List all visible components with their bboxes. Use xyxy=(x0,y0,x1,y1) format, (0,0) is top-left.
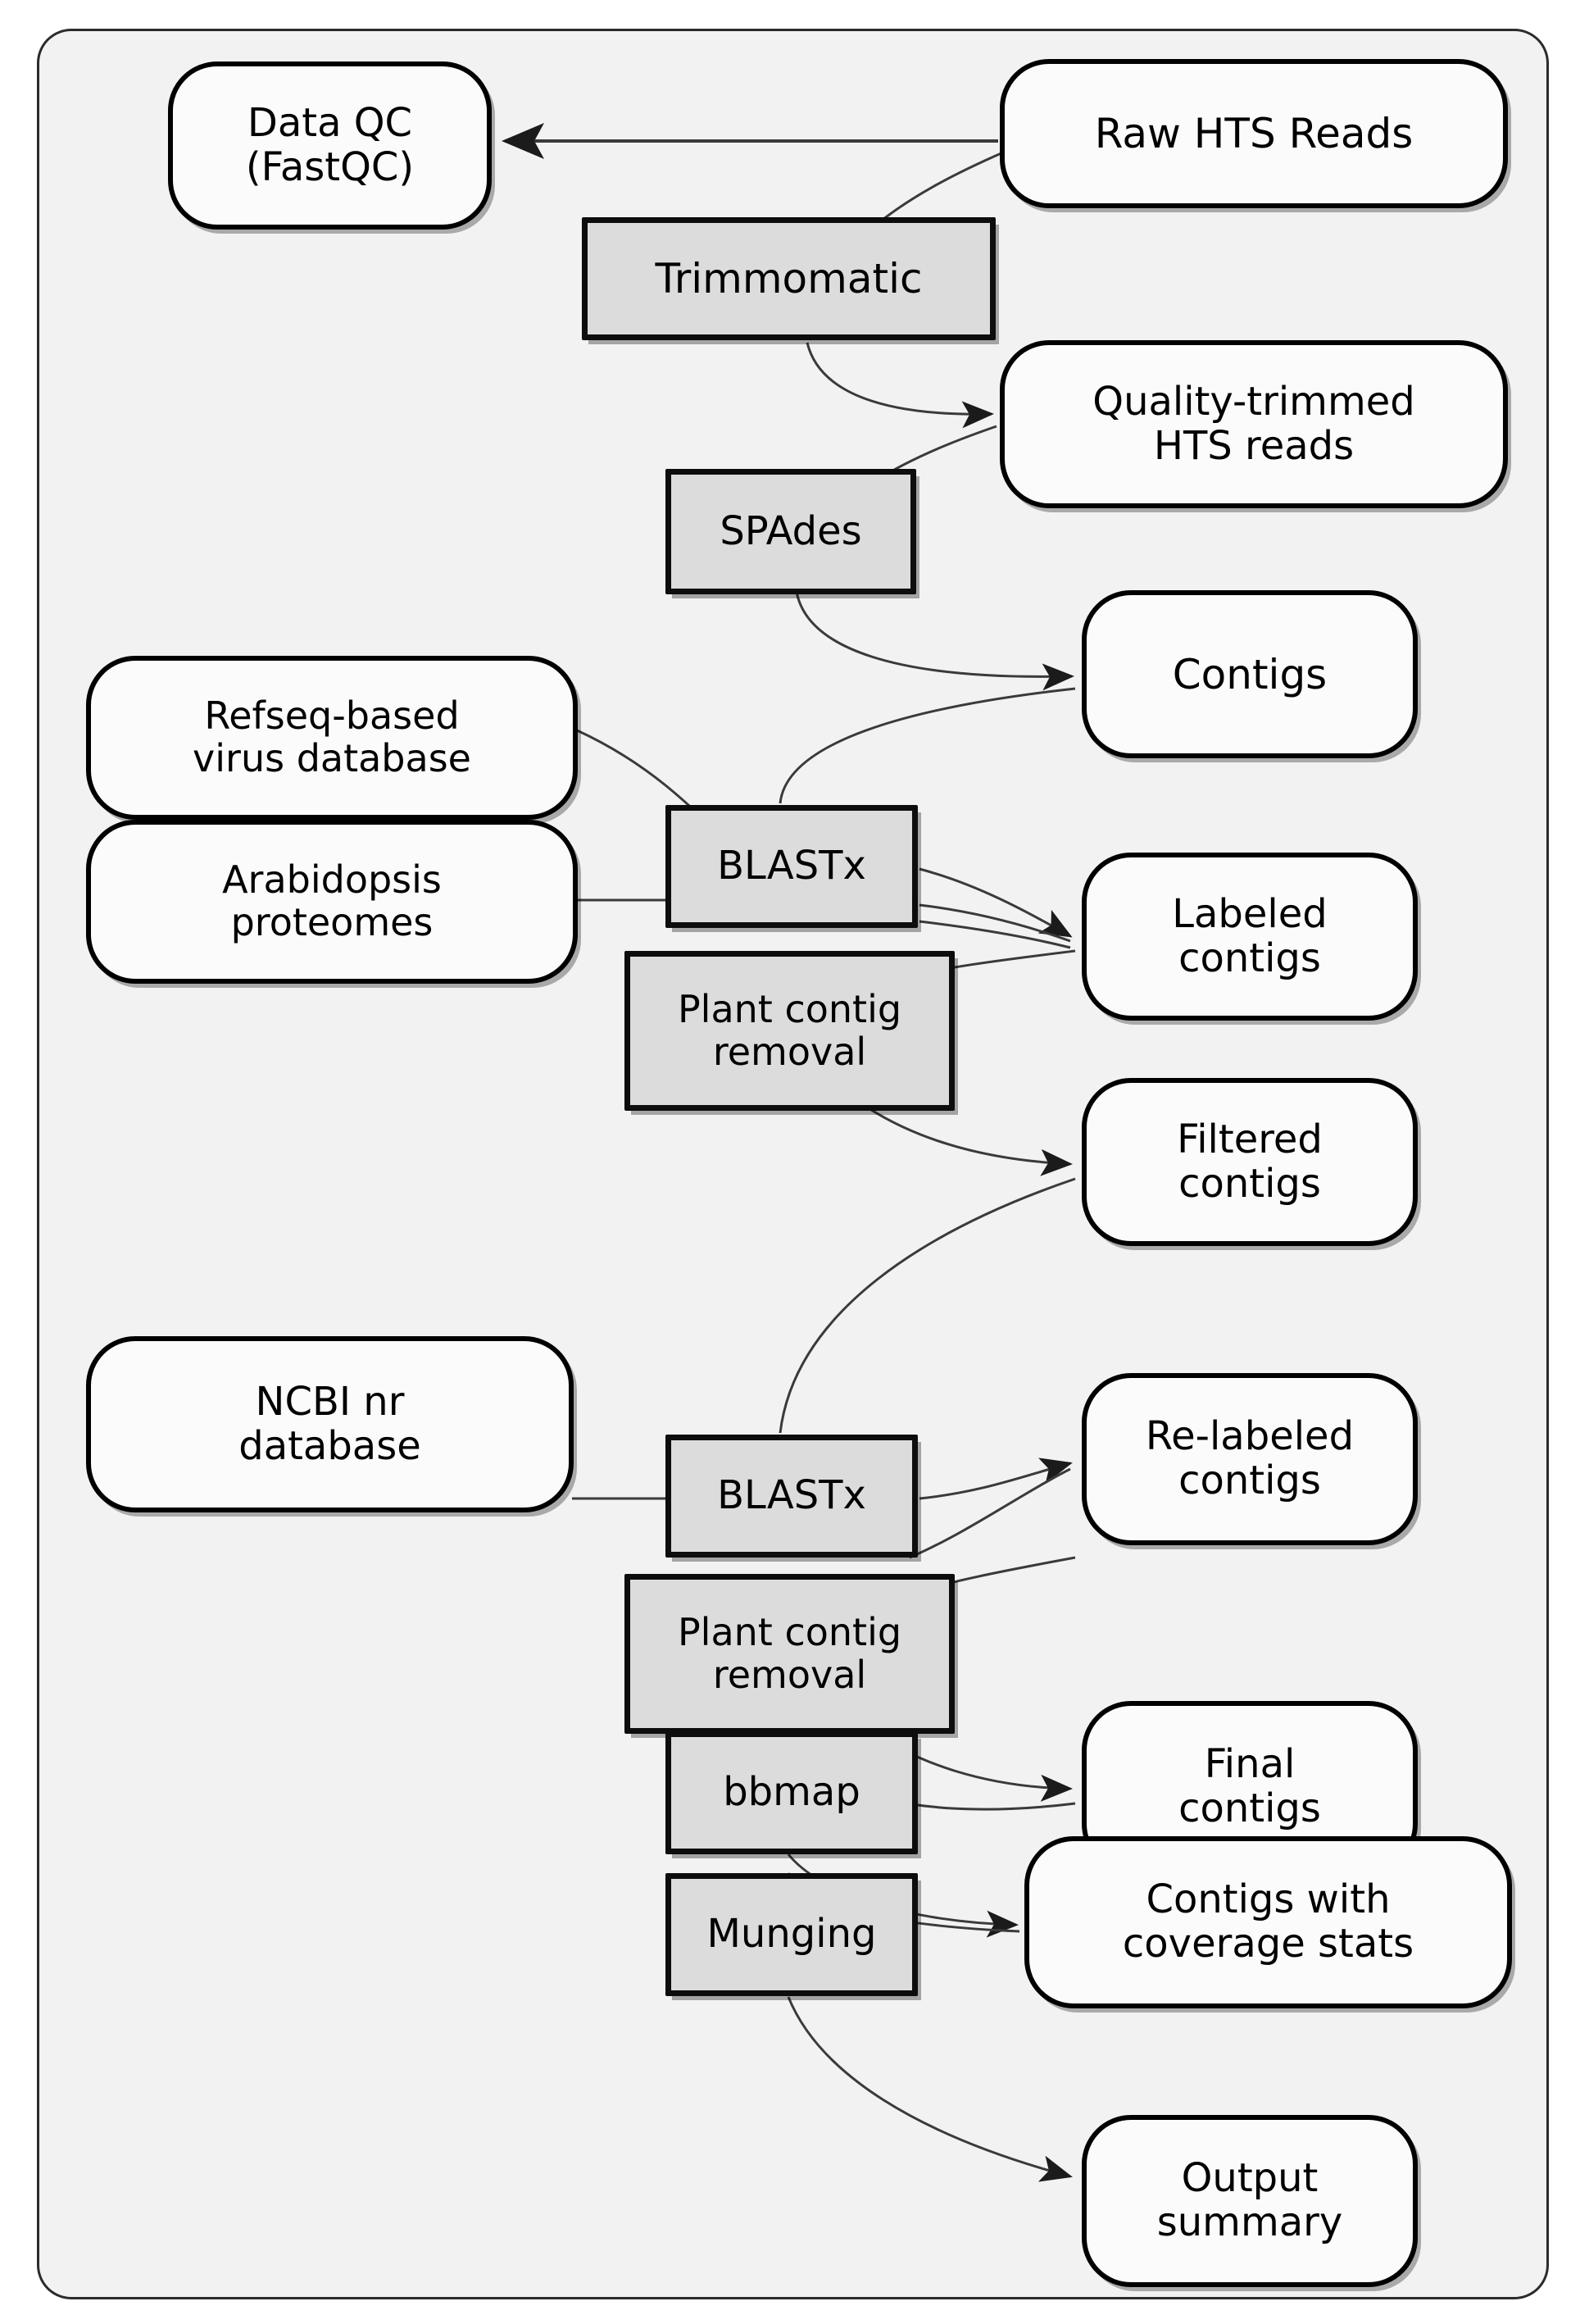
node-blastx-refseq[interactable]: BLASTx xyxy=(665,805,918,928)
node-blastx-nr[interactable]: BLASTx xyxy=(665,1435,918,1558)
node-arabidopsis-proteomes-label: Arabidopsis proteomes xyxy=(222,857,442,944)
node-labeled-contigs-label: Labeled contigs xyxy=(1172,890,1328,981)
node-contigs-with-coverage-stats-label: Contigs with coverage stats xyxy=(1122,1876,1414,1967)
node-data-qc-label: Data QC (FastQC) xyxy=(245,99,415,190)
node-spades-label: SPAdes xyxy=(720,507,862,554)
node-trimmomatic[interactable]: Trimmomatic xyxy=(582,217,996,340)
node-ncbi-nr-database-label: NCBI nr database xyxy=(238,1378,421,1469)
node-arabidopsis-proteomes[interactable]: Arabidopsis proteomes xyxy=(86,820,578,984)
node-bbmap-label: bbmap xyxy=(723,1769,860,1816)
node-quality-trimmed-reads[interactable]: Quality-trimmed HTS reads xyxy=(1000,340,1508,508)
node-filtered-contigs-label: Filtered contigs xyxy=(1177,1116,1323,1207)
node-plant-contig-removal-1[interactable]: Plant contig removal xyxy=(624,951,955,1111)
node-output-summary-label: Output summary xyxy=(1156,2155,1343,2245)
node-ncbi-nr-database[interactable]: NCBI nr database xyxy=(86,1336,574,1512)
node-raw-hts-reads[interactable]: Raw HTS Reads xyxy=(1000,59,1508,208)
node-raw-hts-reads-label: Raw HTS Reads xyxy=(1094,110,1414,157)
node-trimmomatic-label: Trimmomatic xyxy=(655,255,923,302)
node-plant-contig-removal-1-label: Plant contig removal xyxy=(677,986,902,1074)
node-quality-trimmed-reads-label: Quality-trimmed HTS reads xyxy=(1092,378,1415,469)
node-bbmap[interactable]: bbmap xyxy=(665,1731,918,1854)
node-refseq-virus-database-label: Refseq-based virus database xyxy=(193,694,471,780)
node-blastx-nr-label: BLASTx xyxy=(717,1472,866,1519)
node-relabeled-contigs[interactable]: Re-labeled contigs xyxy=(1082,1373,1418,1545)
node-munging[interactable]: Munging xyxy=(665,1873,918,1996)
node-final-contigs-label: Final contigs xyxy=(1178,1741,1321,1831)
node-plant-contig-removal-2-label: Plant contig removal xyxy=(677,1609,902,1697)
node-contigs[interactable]: Contigs xyxy=(1082,590,1418,758)
node-munging-label: Munging xyxy=(706,1911,877,1958)
node-plant-contig-removal-2[interactable]: Plant contig removal xyxy=(624,1574,955,1734)
node-contigs-with-coverage-stats[interactable]: Contigs with coverage stats xyxy=(1024,1836,1512,2008)
node-data-qc[interactable]: Data QC (FastQC) xyxy=(168,61,492,230)
node-relabeled-contigs-label: Re-labeled contigs xyxy=(1145,1413,1355,1503)
node-spades[interactable]: SPAdes xyxy=(665,469,916,594)
node-blastx-refseq-label: BLASTx xyxy=(717,843,866,889)
node-contigs-label: Contigs xyxy=(1172,650,1328,698)
node-filtered-contigs[interactable]: Filtered contigs xyxy=(1082,1078,1418,1246)
node-labeled-contigs[interactable]: Labeled contigs xyxy=(1082,853,1418,1021)
node-refseq-virus-database[interactable]: Refseq-based virus database xyxy=(86,656,578,820)
node-output-summary[interactable]: Output summary xyxy=(1082,2115,1418,2287)
